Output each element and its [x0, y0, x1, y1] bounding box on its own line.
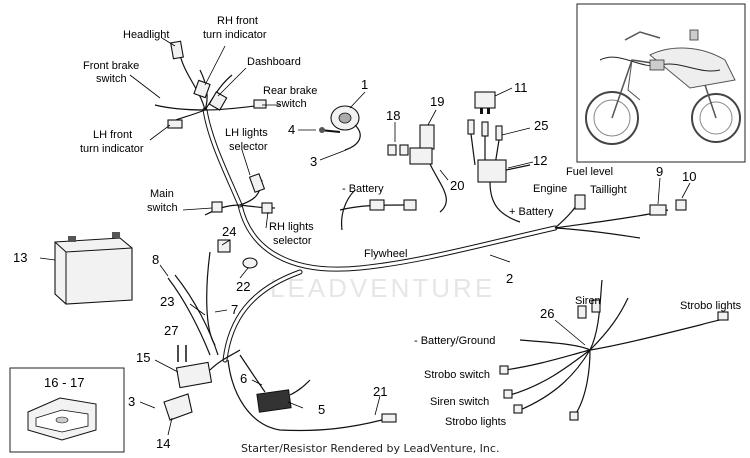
bolt-4 [319, 127, 341, 133]
label-lh-lights-1: LH lights [225, 127, 268, 139]
label-strobo-lights-top: Strobo lights [680, 300, 742, 312]
label-rh-lights-1: RH lights [269, 221, 314, 233]
part-number-25: 25 [534, 118, 548, 133]
label-lh-front-turn-2: turn indicator [80, 143, 144, 155]
taillight-connector-9 [649, 204, 667, 216]
battery-cable-connector [369, 199, 385, 211]
label-front-brake-2: switch [96, 73, 127, 85]
fuel-level-connector [574, 194, 586, 210]
label-battery-ground: - Battery/Ground [414, 335, 495, 347]
label-front-brake-1: Front brake [83, 60, 139, 72]
part-number-19: 19 [430, 94, 444, 109]
label-headlight: Headlight [123, 29, 169, 41]
label-minus-battery: - Battery [342, 183, 384, 195]
siren-connectors [499, 299, 729, 421]
bolts-27 [177, 345, 187, 362]
part-number-7: 7 [231, 302, 238, 317]
label-siren-switch: Siren switch [430, 396, 489, 408]
part-number-27: 27 [164, 323, 178, 338]
part-number-1: 1 [361, 77, 368, 92]
label-flywheel: Flywheel [364, 248, 407, 260]
part-number-3a: 3 [310, 154, 317, 169]
part-number-3b: 3 [128, 394, 135, 409]
rectifier-5 [239, 354, 311, 413]
leader-lines [39, 37, 691, 436]
part-number-6: 6 [240, 371, 247, 386]
motorcycle-inset [576, 3, 746, 163]
part-number-11: 11 [514, 80, 528, 95]
front-loom-wires [154, 54, 276, 216]
part-number-23: 23 [160, 294, 174, 309]
footer-credit: Starter/Resistor Rendered by LeadVenture… [241, 442, 499, 455]
part-number-15: 15 [136, 350, 150, 365]
label-rh-front-turn-2: turn indicator [203, 29, 267, 41]
label-dashboard: Dashboard [247, 56, 301, 68]
starter-relay-15 [175, 349, 241, 389]
bracket-14 [163, 393, 193, 421]
resistor-connector [381, 413, 397, 423]
resistor-wire-21 [227, 359, 383, 432]
part-number-24: 24 [222, 224, 236, 239]
label-engine: Engine [533, 183, 567, 195]
part-number-5: 5 [318, 402, 325, 417]
part-number-9: 9 [656, 164, 663, 179]
connector-24 [217, 239, 231, 253]
label-lh-lights-2: selector [229, 141, 268, 153]
part-number-22: 22 [236, 279, 250, 294]
label-rear-brake-2: switch [276, 98, 307, 110]
label-lh-front-turn-1: LH front [93, 129, 132, 141]
part-number-26: 26 [540, 306, 554, 321]
part-number-21: 21 [373, 384, 387, 399]
taillight-bulb-10 [675, 199, 687, 211]
part-number-20: 20 [450, 178, 464, 193]
part-number-8: 8 [152, 252, 159, 267]
part-number-13: 13 [13, 250, 27, 265]
front-connectors [167, 40, 273, 214]
watermark-text: LEADVENTURE [270, 273, 495, 303]
label-rh-front-turn-1: RH front [217, 15, 258, 27]
fuse-box-12 [467, 119, 531, 223]
part-number-2: 2 [506, 271, 513, 286]
regulator-19 [409, 124, 447, 213]
label-siren: Siren [575, 295, 601, 307]
part-number-18: 18 [386, 108, 400, 123]
label-strobo-lights-bottom: Strobo lights [445, 416, 507, 428]
label-main-switch-1: Main [150, 188, 174, 200]
part-number-16-17: 16 - 17 [44, 375, 84, 390]
part-number-10: 10 [682, 169, 696, 184]
battery-13 [54, 232, 133, 305]
part-number-12: 12 [533, 153, 547, 168]
part-number-4: 4 [288, 122, 295, 137]
horn [330, 105, 361, 151]
label-rear-brake-1: Rear brake [263, 85, 317, 97]
label-main-switch-2: switch [147, 202, 178, 214]
relay-11 [474, 91, 496, 114]
label-plus-battery: + Battery [509, 206, 554, 218]
flywheel-connector [403, 199, 417, 211]
label-fuel-level: Fuel level [566, 166, 613, 178]
label-taillight: Taillight [590, 184, 627, 196]
cable-8 [167, 274, 219, 356]
cable-24 [206, 251, 216, 346]
part-number-14: 14 [156, 436, 170, 451]
siren-loom-26 [504, 279, 729, 416]
inset-16-17 [9, 367, 125, 453]
label-strobo-switch: Strobo switch [424, 369, 490, 381]
label-rh-lights-2: selector [273, 235, 312, 247]
part-22 [242, 257, 258, 269]
